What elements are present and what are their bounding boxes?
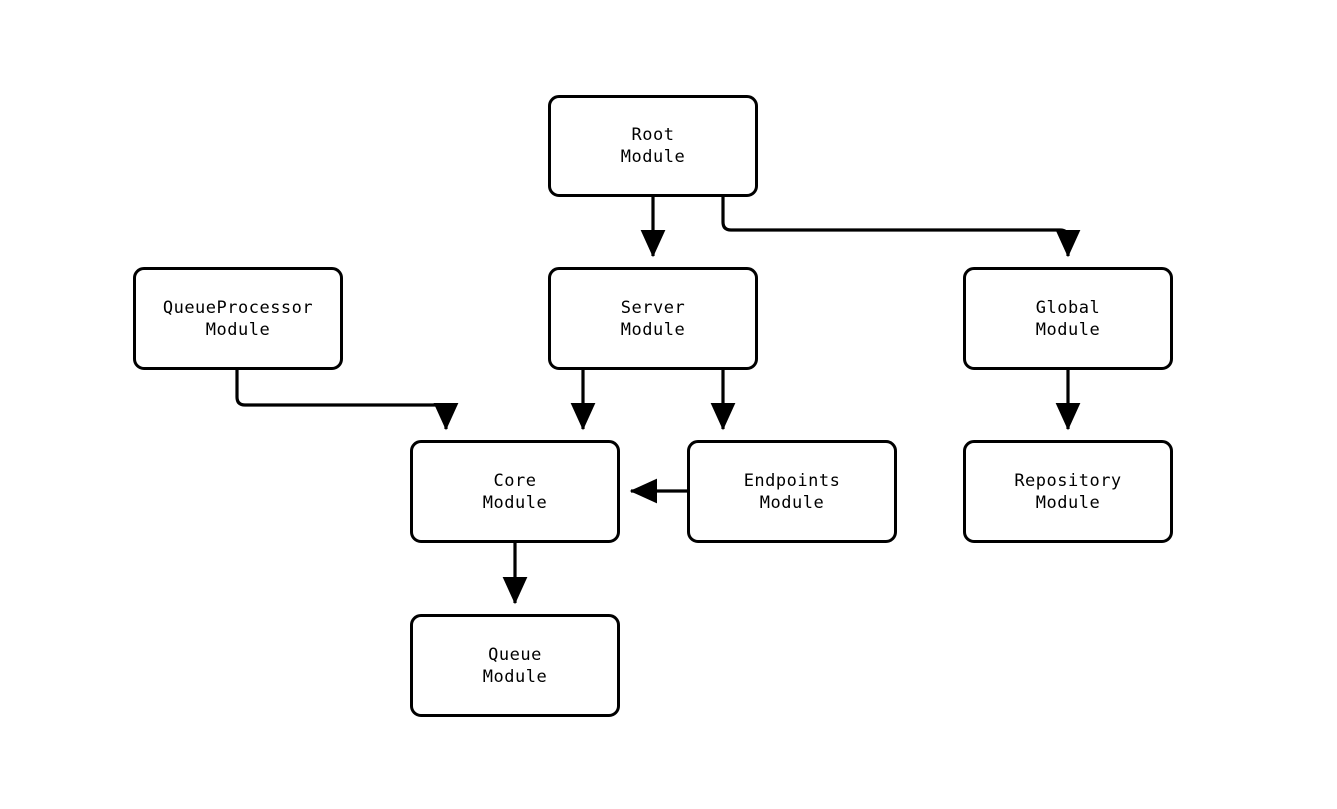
node-repository-module-name: Repository [1014,470,1122,491]
node-global-module[interactable]: Global Module [963,267,1173,370]
node-repository-module-suffix: Module [1035,492,1101,513]
node-queue-module-name: Queue [488,644,542,665]
node-core-module-name: Core [493,470,537,491]
node-root-module-name: Root [631,125,675,145]
edge-queueprocessor-core [235,370,459,431]
node-server-module[interactable]: Server Module [548,267,758,370]
node-global-module-suffix: Module [1035,319,1101,340]
edge-root-global [721,197,1081,258]
node-queueprocessor-module-suffix: Module [205,319,271,340]
node-core-module[interactable]: Core Module [410,440,620,543]
node-root-module-suffix: Module [620,147,686,167]
node-core-module-suffix: Module [482,492,548,513]
node-root-module[interactable]: Root Module [548,95,758,197]
node-global-module-name: Global [1035,297,1101,318]
node-endpoints-module[interactable]: Endpoints Module [687,440,897,543]
node-endpoints-module-name: Endpoints [743,470,841,491]
node-queue-module[interactable]: Queue Module [410,614,620,717]
node-endpoints-module-suffix: Module [759,492,825,513]
node-server-module-suffix: Module [620,319,686,340]
node-queueprocessor-module[interactable]: QueueProcessor Module [133,267,343,370]
node-queueprocessor-module-name: QueueProcessor [162,297,314,318]
node-queue-module-suffix: Module [482,666,548,687]
node-repository-module[interactable]: Repository Module [963,440,1173,543]
node-server-module-name: Server [620,297,686,318]
